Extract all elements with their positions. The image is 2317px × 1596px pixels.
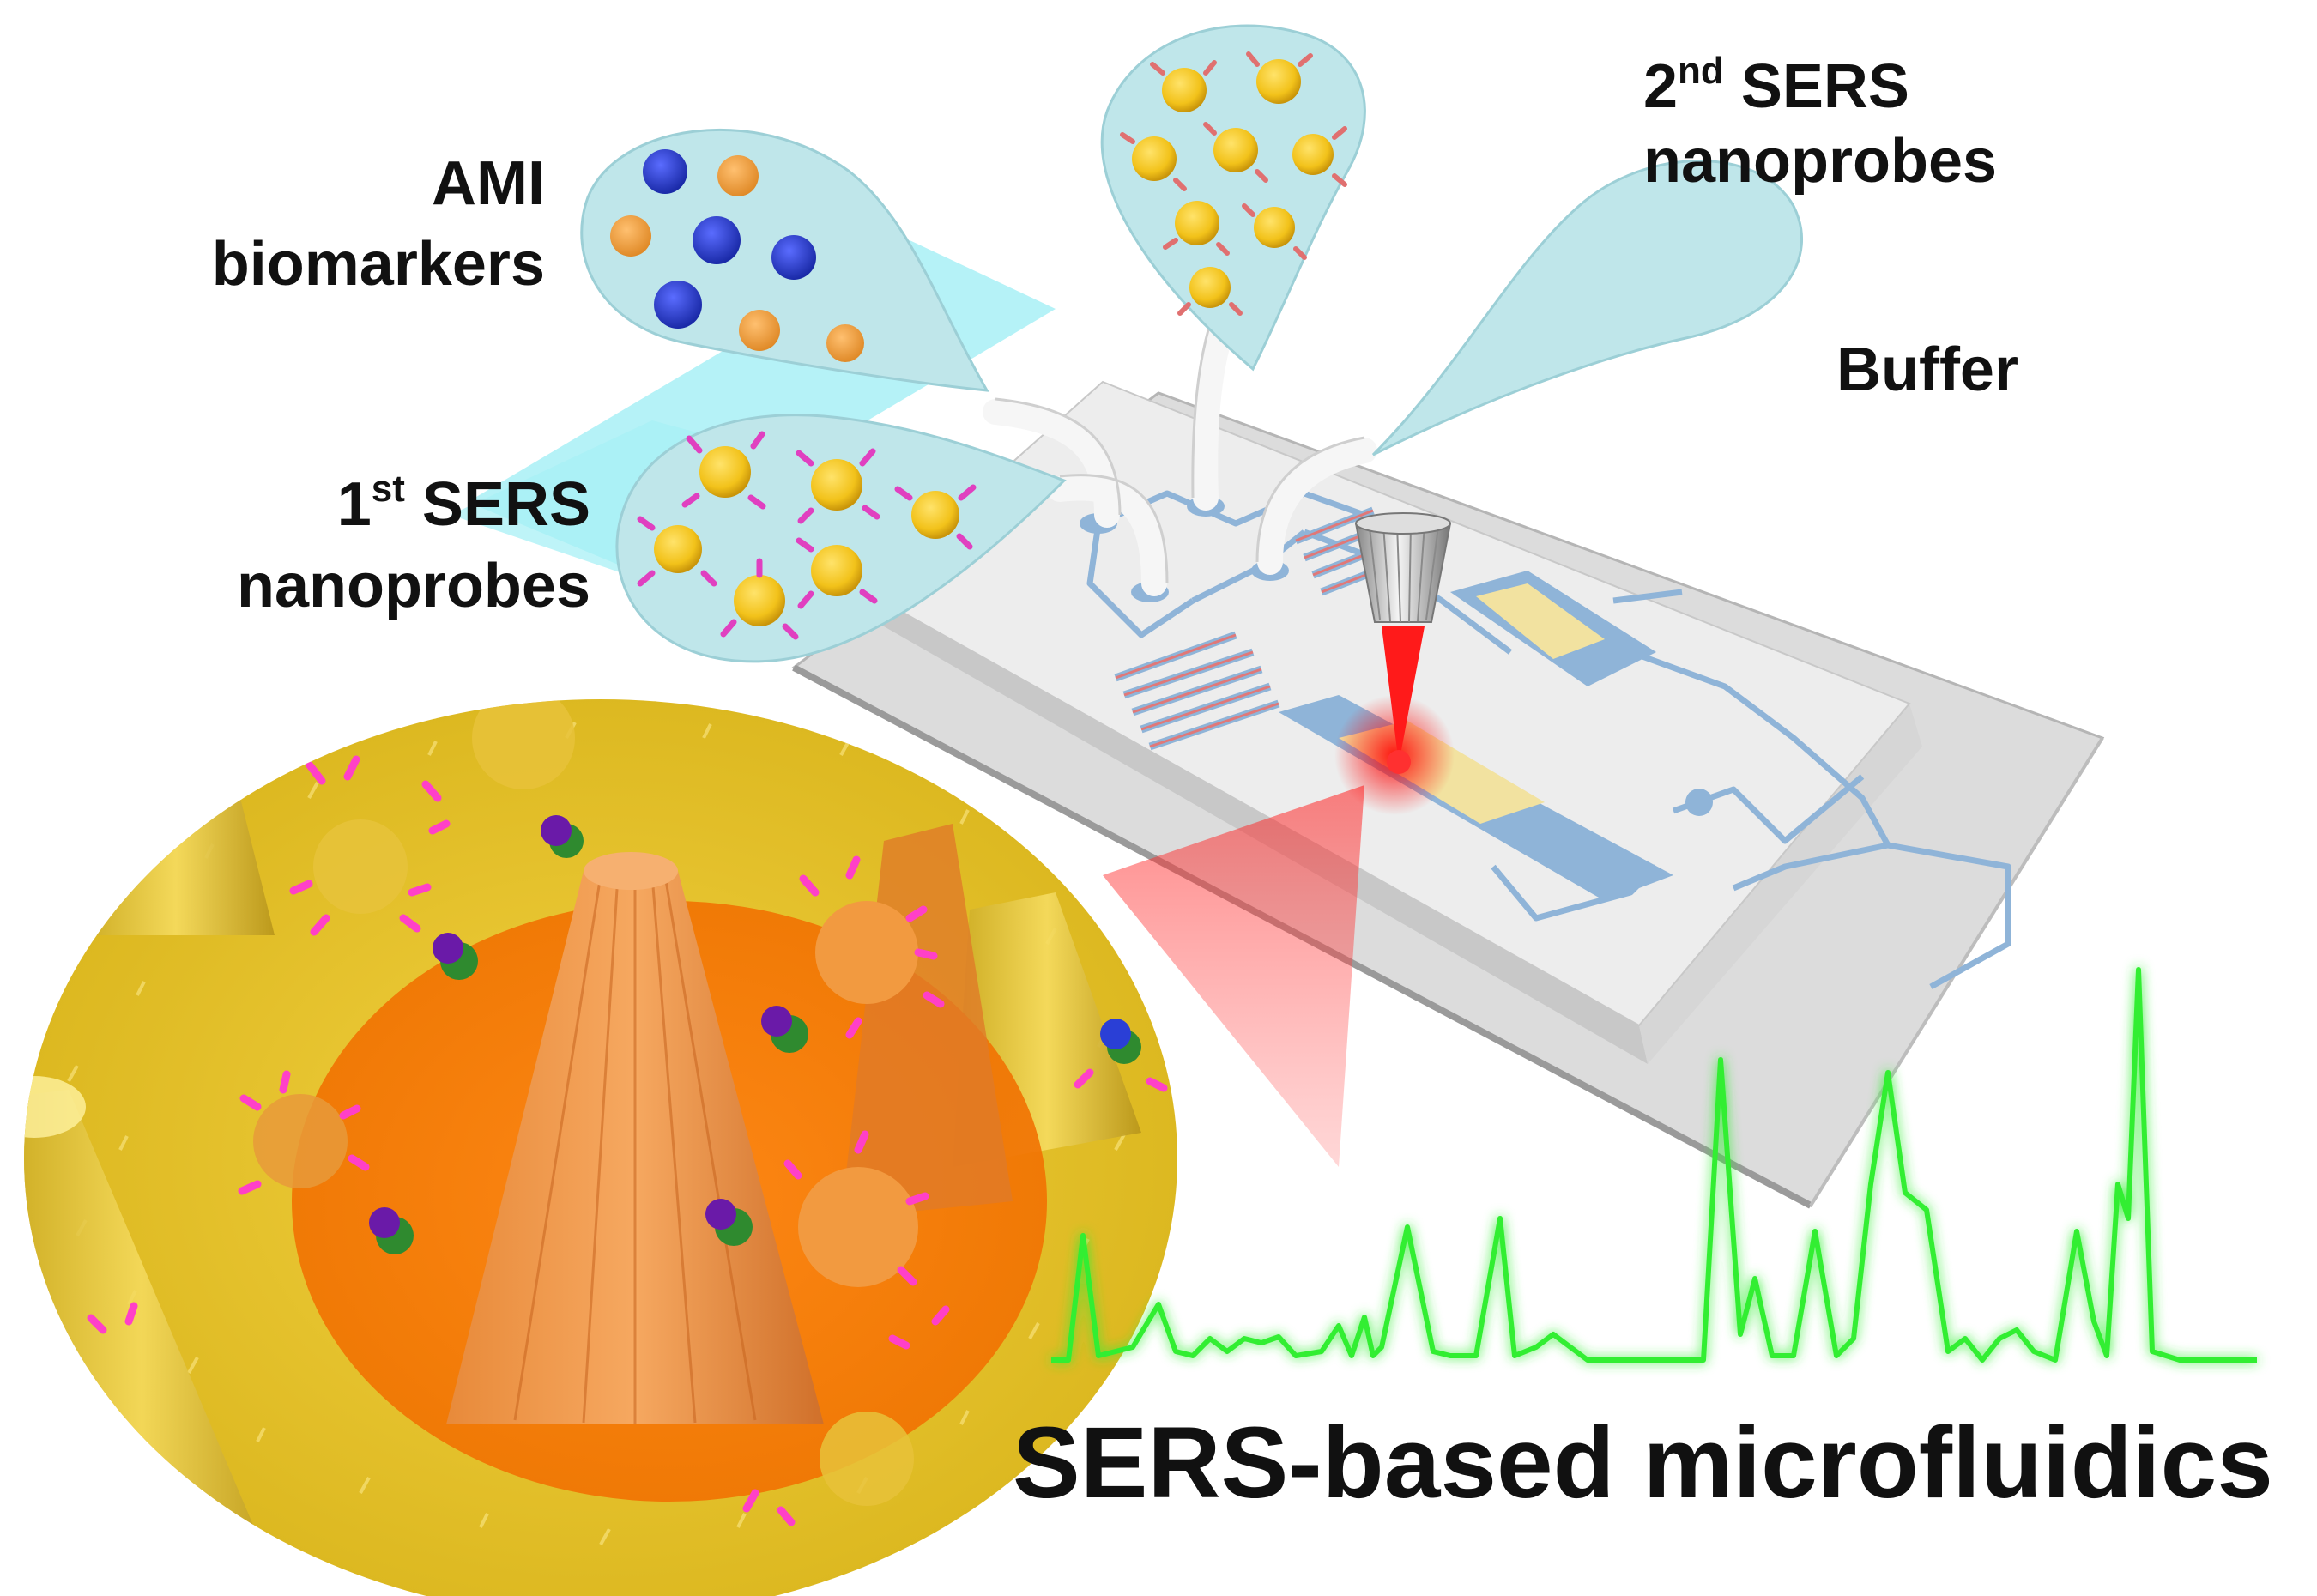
- chip-side-front: [1639, 704, 1922, 1064]
- magnified-substrate: [24, 699, 1177, 1596]
- electrode-upper: [1476, 583, 1605, 659]
- sers2-antibodies: [1120, 51, 1347, 316]
- label-biomarkers: biomarkers: [212, 230, 545, 299]
- serpentine-mixer-2-fill: [1295, 509, 1400, 594]
- caption-title: SERS-based microfluidics: [1013, 1406, 2273, 1520]
- label-sers2-nanoprobes: nanoprobes: [1643, 127, 1997, 196]
- laser-beam: [1334, 626, 1455, 815]
- zoom-antibodies: [87, 755, 1168, 1526]
- pillar-top-left: [77, 764, 275, 935]
- label-buffer: Buffer: [1836, 336, 2018, 404]
- objective-lens: [1354, 512, 1452, 623]
- buffer-bubble: [1371, 160, 1803, 456]
- label-sers2: 2nd SERS: [1643, 50, 1909, 121]
- serpentine-mixer-1-fill: [1115, 633, 1279, 748]
- sers2-nanoprobes-bubble: [1100, 24, 1366, 372]
- label-sers1: 1st SERS: [337, 468, 590, 539]
- captured-biomarkers: [369, 815, 1141, 1254]
- ami-biomarker-particles: [610, 149, 864, 362]
- sers1-nanoprobe-particles: [654, 446, 959, 626]
- inlet-tubes: [983, 245, 1377, 596]
- sers1-antibodies: [637, 431, 977, 640]
- spectrum-trace: [1051, 967, 2257, 1363]
- captured-nanoprobes: [253, 699, 918, 1506]
- magnification-beam: [1103, 785, 1364, 1167]
- outlet-port: [1685, 789, 1713, 816]
- sers2-nanoprobe-particles: [1132, 59, 1334, 308]
- label-sers1-nanoprobes: nanoprobes: [237, 552, 590, 620]
- main-cone-top: [584, 852, 678, 890]
- sers1-nanoprobes-bubble: [615, 414, 1067, 663]
- pillar-left-top: [24, 1076, 86, 1138]
- ami-biomarkers-bubble: [580, 129, 989, 392]
- label-ami: AMI: [432, 149, 545, 218]
